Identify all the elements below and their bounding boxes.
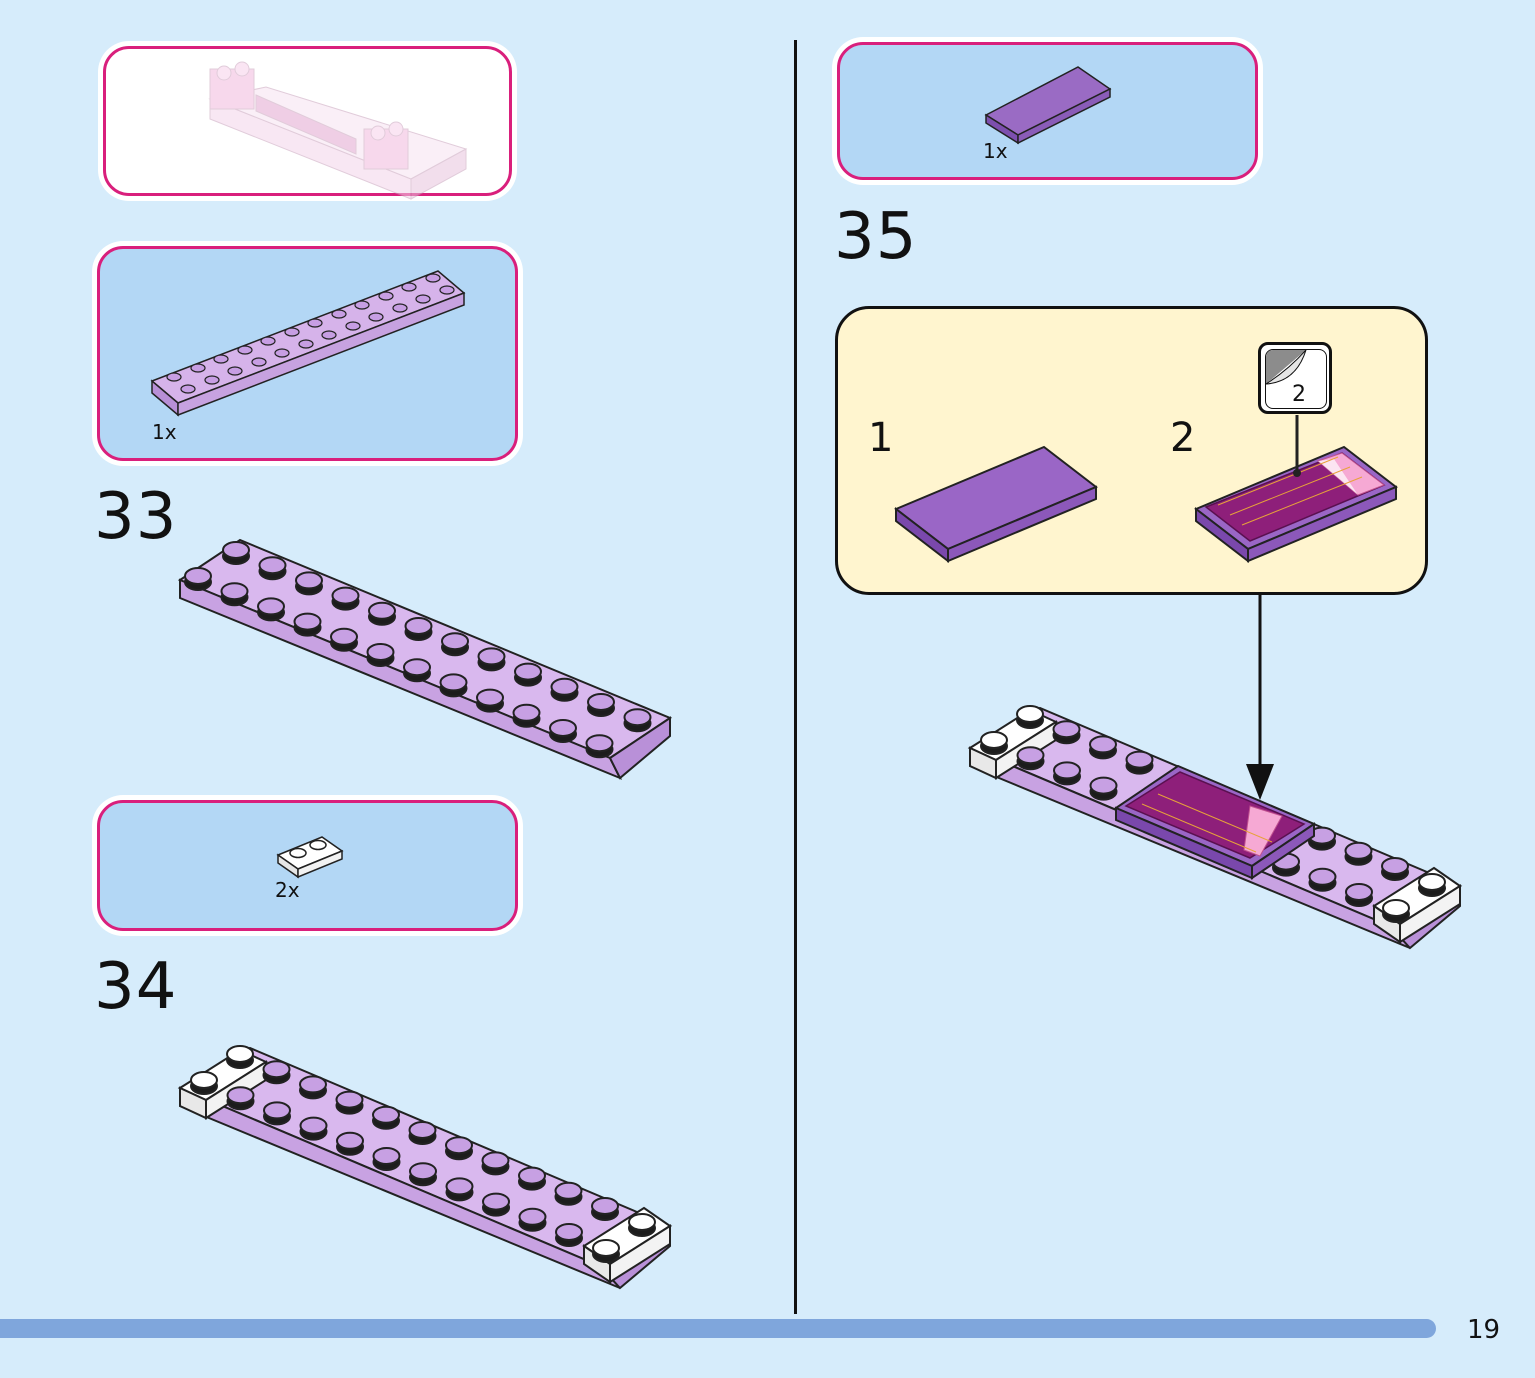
stud [190, 1071, 218, 1089]
stud [585, 734, 614, 753]
stud [263, 1101, 291, 1120]
lavender-tile-2x4-icon [984, 66, 1112, 145]
stud [481, 1151, 510, 1170]
page-number: 19 [1467, 1315, 1501, 1345]
step-number-33: 33 [94, 480, 178, 554]
stud [331, 586, 360, 605]
sticker-icon [1266, 350, 1307, 385]
stud [439, 673, 468, 692]
stud [408, 1121, 437, 1139]
stud [441, 632, 469, 651]
stud [445, 1136, 473, 1155]
stud [587, 693, 615, 711]
stud [330, 627, 358, 646]
stud [477, 647, 506, 666]
parts-panel-step-34 [97, 800, 518, 931]
sticker-number: 2 [1292, 382, 1306, 407]
stud [299, 1116, 328, 1135]
parts-quantity-35: 1x [983, 139, 1008, 163]
stud [372, 1105, 400, 1124]
stud [549, 719, 577, 737]
substep-number-2: 2 [1170, 415, 1196, 461]
stud [1053, 761, 1081, 780]
stud [1125, 750, 1154, 769]
step-34-plate-model [177, 1045, 673, 1290]
stud [592, 1239, 620, 1257]
stud [184, 567, 212, 585]
parts-panel-step-33 [97, 246, 518, 461]
step-35-model [967, 705, 1463, 950]
stud [299, 1075, 327, 1094]
stud [404, 617, 433, 635]
stud [257, 597, 285, 616]
stud [335, 1090, 364, 1109]
stud [1089, 776, 1118, 795]
stud [1089, 735, 1117, 754]
sticker-badge: 2 [1258, 342, 1332, 414]
stud [1381, 857, 1409, 875]
stud [1345, 883, 1373, 901]
stud [628, 1213, 656, 1231]
stud [368, 601, 396, 620]
placement-arrow [1246, 594, 1274, 800]
stud [262, 1060, 291, 1079]
stud [476, 688, 504, 707]
stud [550, 677, 579, 696]
assembly-preview-icon [208, 61, 468, 200]
stud [554, 1181, 583, 1200]
stud [623, 708, 652, 727]
stud [1016, 705, 1044, 723]
stud [366, 643, 395, 661]
substep-callout: 1 2 2 [835, 306, 1428, 595]
stud [1382, 899, 1410, 917]
stud [445, 1177, 474, 1196]
step-number-35: 35 [834, 200, 918, 274]
parts-panel-step-35 [837, 42, 1258, 180]
footer-progress-bar [0, 1319, 1436, 1338]
stud [591, 1197, 619, 1215]
stud [1052, 720, 1081, 739]
parts-quantity-33: 1x [152, 420, 177, 444]
step-number-34: 34 [94, 950, 178, 1024]
stud [1418, 873, 1446, 891]
step-33-plate-model [177, 538, 673, 780]
stud [226, 1045, 254, 1063]
stud [336, 1131, 364, 1150]
lavender-plate-2x12-icon [150, 270, 466, 417]
assembly-preview-panel [103, 46, 512, 200]
stud [1344, 841, 1373, 860]
stud [518, 1207, 547, 1226]
stud [258, 556, 287, 575]
stud [980, 731, 1008, 749]
column-divider [794, 40, 797, 1314]
white-plate-1x2-icon [276, 836, 344, 879]
stud [409, 1162, 437, 1181]
stud [295, 571, 323, 590]
stud [555, 1223, 583, 1241]
stud [514, 662, 542, 681]
stud [1016, 746, 1045, 765]
stud [1308, 867, 1337, 886]
stud [293, 612, 322, 631]
stud [226, 1086, 255, 1105]
parts-quantity-34: 2x [275, 878, 300, 902]
substep-number-1: 1 [868, 415, 894, 461]
stud [220, 582, 249, 601]
stud [372, 1147, 401, 1165]
stud [482, 1192, 510, 1211]
stud [512, 703, 541, 722]
stud [222, 541, 250, 559]
plain-tile-icon [894, 415, 1398, 564]
stud [403, 658, 431, 677]
stud [518, 1166, 546, 1185]
